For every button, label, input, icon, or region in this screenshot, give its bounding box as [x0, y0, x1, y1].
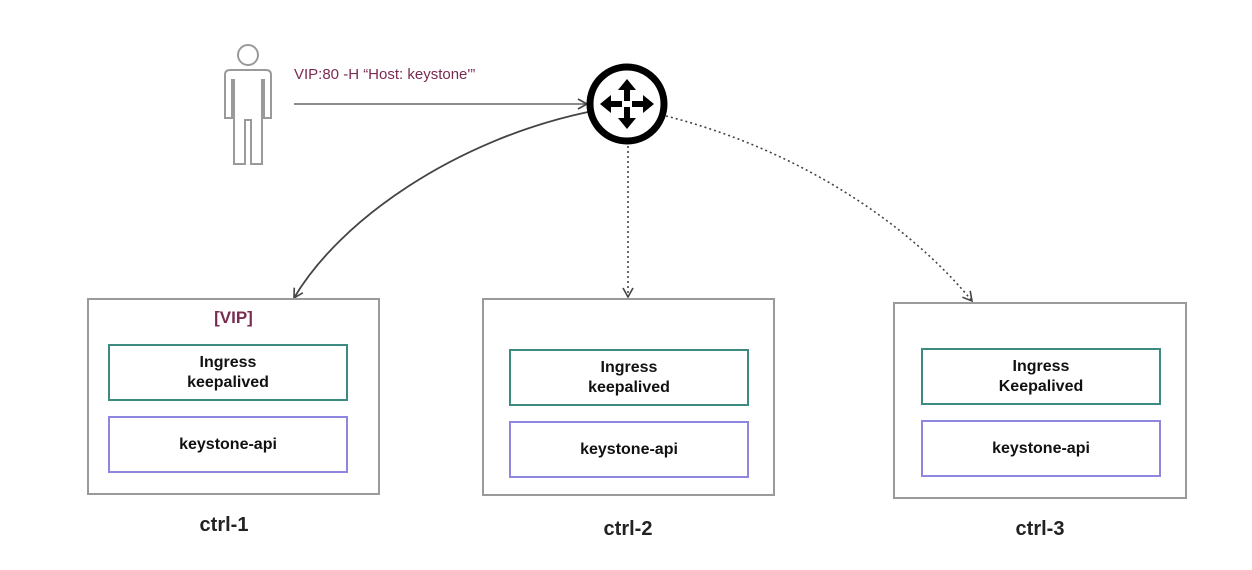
node-box-ctrl-2: Ingress keepalived keystone-api — [482, 298, 775, 496]
node-box-ctrl-1: [VIP] Ingress keepalived keystone-api — [87, 298, 380, 495]
keystone-api-label: keystone-api — [179, 435, 277, 453]
standby-route-ctrl-3 — [665, 115, 974, 303]
router-icon — [586, 63, 668, 145]
request-label: VIP:80 -H “Host: keystone'” — [294, 66, 476, 83]
node-caption-ctrl-3: ctrl-3 — [1015, 518, 1065, 540]
ingress-label: Ingress — [199, 353, 257, 371]
keepalived-label: keepalived — [187, 373, 269, 391]
keepalived-label: Keepalived — [998, 377, 1084, 395]
ingress-box: Ingress keepalived — [108, 344, 348, 401]
ingress-label: Ingress — [600, 358, 658, 376]
node-box-ctrl-3: Ingress Keepalived keystone-api — [893, 302, 1187, 499]
keepalived-label: keepalived — [588, 378, 670, 396]
keystone-api-box: keystone-api — [108, 416, 348, 473]
ingress-box: Ingress Keepalived — [921, 348, 1161, 405]
active-route-ctrl-1 — [293, 111, 589, 300]
node-caption-ctrl-2: ctrl-2 — [603, 518, 653, 540]
vip-tag: [VIP] — [214, 308, 253, 327]
ingress-label: Ingress — [1012, 357, 1070, 375]
ingress-box: Ingress keepalived — [509, 349, 749, 406]
keystone-api-label: keystone-api — [992, 439, 1090, 457]
keystone-api-label: keystone-api — [580, 440, 678, 458]
node-caption-ctrl-1: ctrl-1 — [199, 514, 249, 536]
keystone-api-box: keystone-api — [509, 421, 749, 478]
keystone-api-box: keystone-api — [921, 420, 1161, 477]
person-icon — [224, 44, 272, 165]
